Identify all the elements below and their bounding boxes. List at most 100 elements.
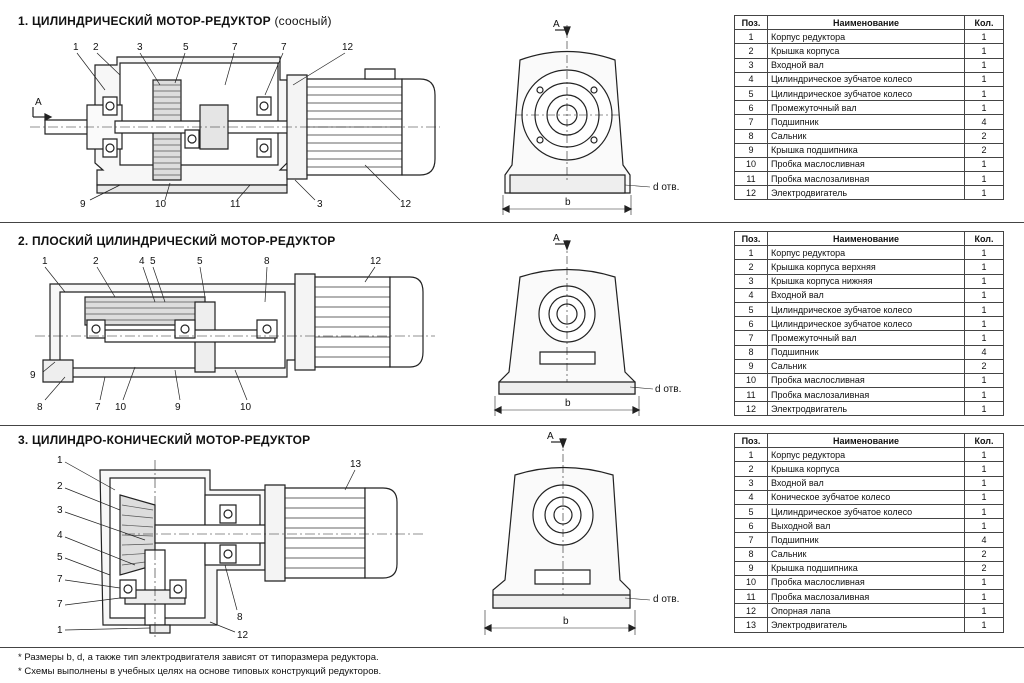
callout-10: 10 <box>155 199 167 210</box>
position-cell: 12 <box>734 185 768 201</box>
position-cell: 1 <box>734 447 768 463</box>
quantity-cell: 1 <box>964 185 1004 201</box>
quantity-cell: 1 <box>964 518 1004 534</box>
callout-11: 11 <box>230 199 241 210</box>
name-cell: Цилиндрическое зубчатое колесо <box>767 316 965 332</box>
name-cell: Электродвигатель <box>767 185 965 201</box>
name-cell: Корпус редуктора <box>767 245 965 261</box>
callout-1: 1 <box>57 455 63 466</box>
callout-8: 8 <box>37 402 43 413</box>
position-cell: 4 <box>734 71 768 87</box>
flat-gearbox-side-view: 1 2 4 5 5 8 12 9 8 7 10 9 10 <box>30 256 445 413</box>
name-cell: Крышка корпуса <box>767 43 965 59</box>
view-arrow-a: A <box>553 19 560 30</box>
hole-d-label: d отв. <box>653 182 679 193</box>
quantity-cell: 1 <box>964 330 1004 346</box>
quantity-cell: 1 <box>964 71 1004 87</box>
position-cell: 4 <box>734 489 768 505</box>
section-bevel: 3. ЦИЛИНДРО-КОНИЧЕСКИЙ МОТОР-РЕДУКТОР <box>0 425 1024 648</box>
name-cell: Коническое зубчатое колесо <box>767 489 965 505</box>
callout-4: 4 <box>139 256 145 267</box>
name-cell: Промежуточный вал <box>767 330 965 346</box>
callout-7: 7 <box>57 574 63 585</box>
position-cell: 5 <box>734 503 768 520</box>
quantity-cell: 2 <box>964 128 1004 144</box>
callout-9: 9 <box>175 402 181 413</box>
position-cell: 12 <box>734 401 768 417</box>
column-header: Кол. <box>964 432 1004 449</box>
quantity-cell: 1 <box>964 273 1004 289</box>
quantity-cell: 4 <box>964 344 1004 360</box>
bevel-gearbox-side-view: 1 2 3 4 5 7 7 1 13 8 12 <box>57 455 445 641</box>
name-cell: Опорная лапа <box>767 603 965 619</box>
coaxial-gearbox-front-view: A d отв. b <box>485 19 679 220</box>
callout-1: 1 <box>57 625 63 636</box>
dimension-b: b <box>563 616 569 627</box>
quantity-cell: 1 <box>964 259 1004 275</box>
quantity-cell: 1 <box>964 171 1004 187</box>
callout-7: 7 <box>281 42 287 53</box>
name-cell: Подшипник <box>767 532 965 548</box>
quantity-cell: 1 <box>964 57 1004 73</box>
position-cell: 7 <box>734 330 768 346</box>
name-cell: Крышка корпуса <box>767 461 965 477</box>
callout-10: 10 <box>240 402 252 413</box>
callout-13: 13 <box>350 459 362 470</box>
callout-1: 1 <box>73 42 79 53</box>
footnote-sizes: * Размеры b, d, а также тип электродвига… <box>18 652 379 663</box>
position-cell: 11 <box>734 589 768 605</box>
callout-12: 12 <box>370 256 382 267</box>
column-header: Кол. <box>964 230 1004 247</box>
position-cell: 5 <box>734 301 768 318</box>
position-cell: 7 <box>734 532 768 548</box>
callout-9: 9 <box>80 199 86 210</box>
quantity-cell: 1 <box>964 100 1004 116</box>
name-cell: Корпус редуктора <box>767 447 965 463</box>
name-cell: Входной вал <box>767 57 965 73</box>
position-cell: 6 <box>734 518 768 534</box>
section-title: 2. ПЛОСКИЙ ЦИЛИНДРИЧЕСКИЙ МОТОР-РЕДУКТОР <box>18 234 336 248</box>
callout-7: 7 <box>57 599 63 610</box>
hole-d-label: d отв. <box>653 594 679 605</box>
quantity-cell: 1 <box>964 372 1004 389</box>
quantity-cell: 1 <box>964 43 1004 59</box>
name-cell: Подшипник <box>767 344 965 360</box>
section-arrow-label: A <box>35 97 42 108</box>
column-header: Поз. <box>734 14 768 31</box>
position-cell: 6 <box>734 316 768 332</box>
callout-8: 8 <box>264 256 270 267</box>
name-cell: Электродвигатель <box>767 617 965 633</box>
quantity-cell: 1 <box>964 29 1004 45</box>
callout-2: 2 <box>93 42 99 53</box>
name-cell: Электродвигатель <box>767 401 965 417</box>
callout-5: 5 <box>150 256 156 267</box>
callout-12: 12 <box>237 630 249 641</box>
name-cell: Пробка маслозаливная <box>767 387 965 403</box>
callout-3: 3 <box>137 42 143 53</box>
bevel-gearbox-front-view: A d отв. b <box>475 431 679 642</box>
position-cell: 1 <box>734 29 768 45</box>
quantity-cell: 2 <box>964 142 1004 158</box>
column-header: Наименование <box>767 230 965 247</box>
coaxial-gearbox-side-view: 1 2 3 5 7 7 12 9 10 11 3 12 A <box>25 42 445 210</box>
